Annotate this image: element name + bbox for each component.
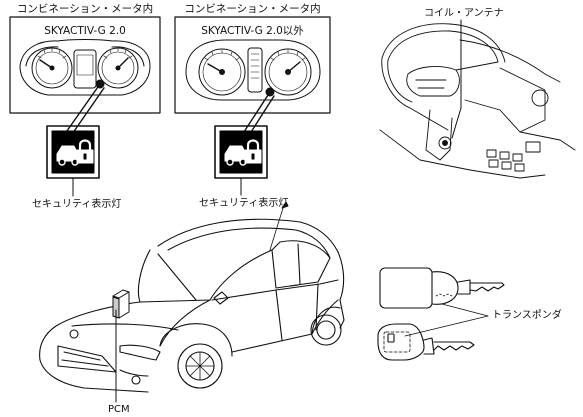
security-light-label-right: セキュリティ表示灯 — [199, 198, 289, 209]
key-plain — [377, 323, 475, 361]
left-cluster-panel — [9, 16, 161, 114]
pcm-module — [112, 289, 130, 319]
key-remote — [379, 267, 505, 309]
transponder-label: トランスポンダ — [492, 310, 562, 321]
coil-antenna-leader — [451, 19, 462, 139]
car-lock-icon — [214, 125, 268, 179]
left-cluster-title: SKYACTIV-G 2.0 — [44, 25, 126, 37]
right-cluster-panel — [174, 16, 331, 114]
dashboard-illustration — [379, 23, 576, 179]
left-cluster-header: コンビネーション・メータ内 — [16, 3, 154, 15]
car-interior-pointer — [269, 204, 285, 251]
security-light-label-left: セキュリティ表示灯 — [32, 199, 122, 210]
car-illustration — [39, 218, 345, 393]
transponder-leader — [404, 303, 489, 337]
right-cluster-title: SKYACTIV-G 2.0以外 — [201, 25, 304, 37]
coil-antenna-label: コイル・アンテナ — [424, 8, 504, 19]
arrow-icon — [281, 201, 289, 209]
pcm-label: PCM — [108, 404, 130, 415]
right-cluster-header: コンビネーション・メータ内 — [184, 3, 321, 15]
car-lock-icon — [46, 125, 100, 179]
